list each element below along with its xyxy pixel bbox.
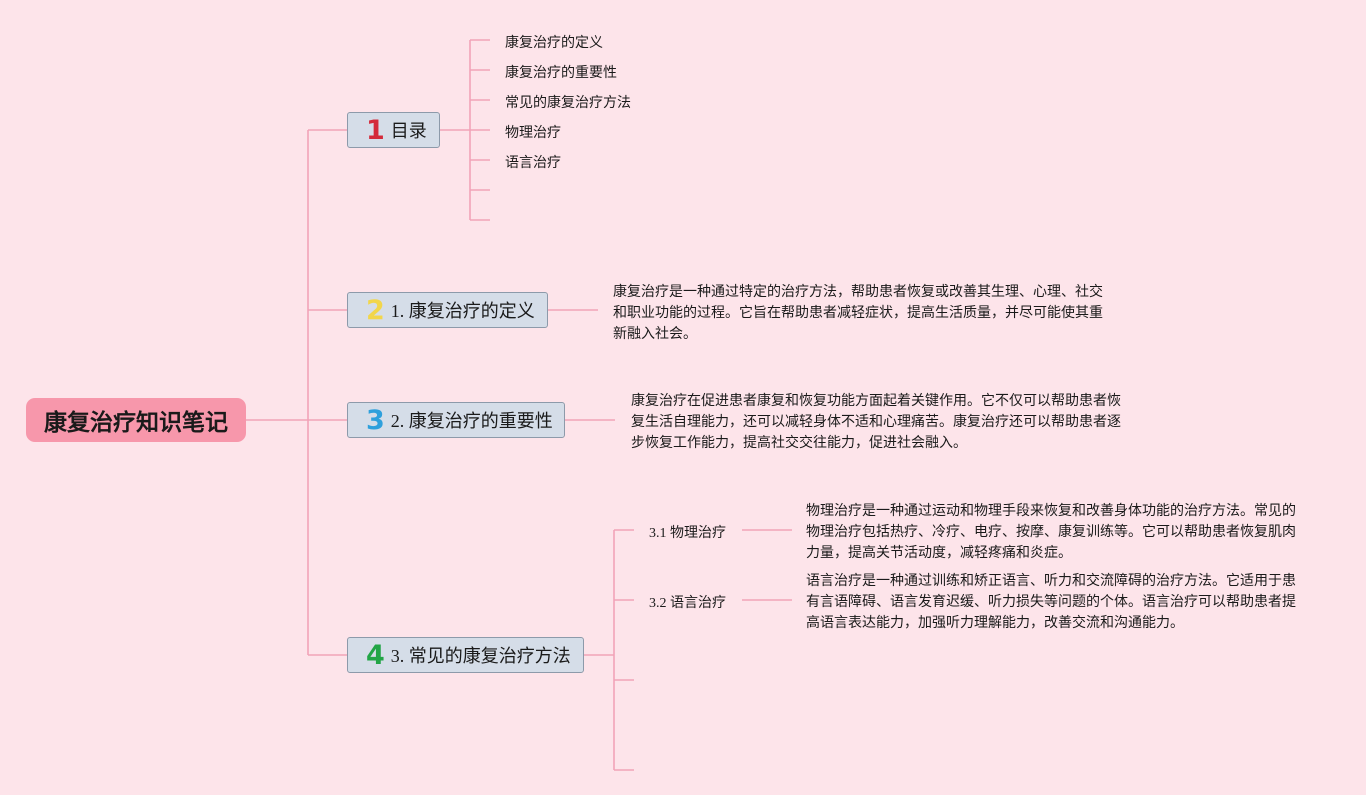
toc-item[interactable]: 常见的康复治疗方法: [505, 96, 631, 111]
toc-item[interactable]: 物理治疗: [505, 126, 561, 141]
physical-therapy-text: 物理治疗是一种通过运动和物理手段来恢复和改善身体功能的治疗方法。常见的物理治疗包…: [806, 504, 1296, 561]
branch-number: 3: [366, 404, 385, 436]
root-topic[interactable]: 康复治疗知识笔记: [26, 398, 246, 442]
toc-item[interactable]: 康复治疗的重要性: [505, 66, 617, 81]
branch-definition[interactable]: 2 1. 康复治疗的定义: [347, 292, 548, 328]
branch-label: 3. 常见的康复治疗方法: [390, 646, 571, 666]
branch-number: 4: [366, 639, 385, 671]
subtopic-physical-therapy[interactable]: 3.1 物理治疗: [649, 526, 726, 541]
root-topic-label: 康复治疗知识笔记: [44, 410, 228, 436]
branch-toc[interactable]: 1 目录: [347, 112, 440, 148]
branch-number: 2: [366, 294, 385, 326]
branch-number: 1: [366, 114, 385, 146]
toc-item[interactable]: 语言治疗: [505, 156, 561, 171]
branch-importance[interactable]: 3 2. 康复治疗的重要性: [347, 402, 565, 438]
subtopic-speech-therapy[interactable]: 3.2 语言治疗: [649, 596, 726, 611]
toc-item[interactable]: 康复治疗的定义: [505, 36, 603, 51]
branch-label: 目录: [390, 121, 427, 141]
definition-text: 康复治疗是一种通过特定的治疗方法，帮助患者恢复或改善其生理、心理、社交和职业功能…: [613, 285, 1103, 342]
branch-label: 1. 康复治疗的定义: [390, 301, 535, 321]
importance-text: 康复治疗在促进患者康复和恢复功能方面起着关键作用。它不仅可以帮助患者恢复生活自理…: [631, 394, 1121, 451]
branch-methods[interactable]: 4 3. 常见的康复治疗方法: [347, 637, 584, 673]
speech-therapy-text: 语言治疗是一种通过训练和矫正语言、听力和交流障碍的治疗方法。它适用于患有言语障碍…: [806, 574, 1296, 631]
branch-label: 2. 康复治疗的重要性: [390, 411, 553, 431]
